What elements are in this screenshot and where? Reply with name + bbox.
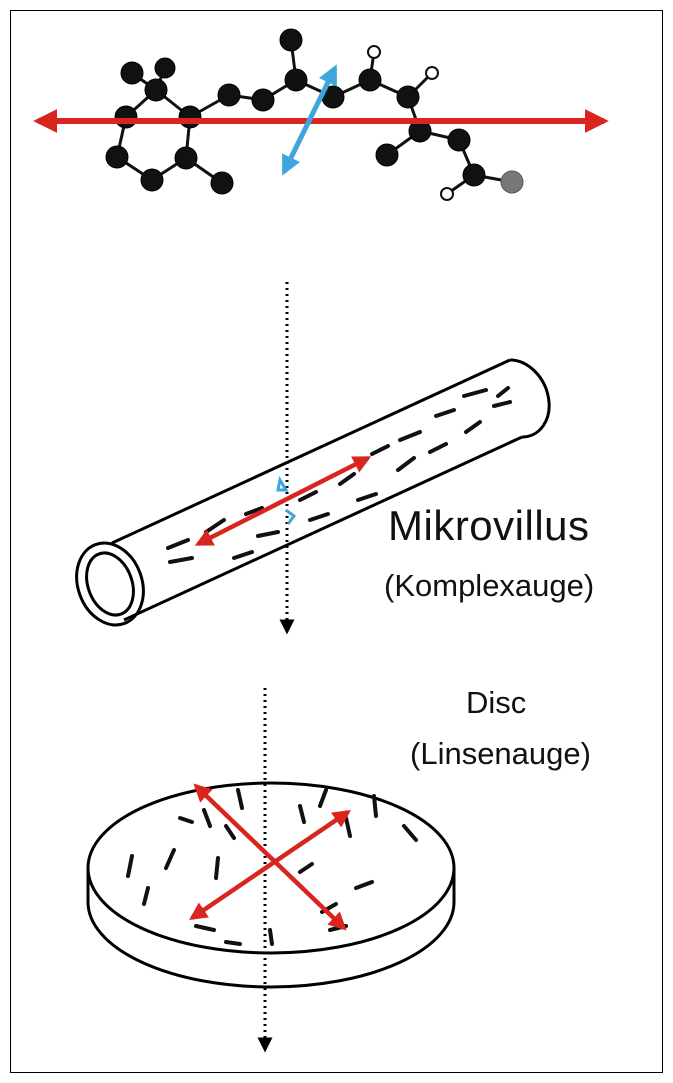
molecule-bonds bbox=[117, 40, 512, 194]
linsenauge-label: (Linsenauge) bbox=[410, 738, 591, 769]
komplexauge-label: (Komplexauge) bbox=[384, 570, 594, 601]
disc-dipole-arrows bbox=[192, 786, 348, 928]
disc-drawing bbox=[88, 688, 454, 1048]
disc-label: Disc bbox=[466, 687, 526, 718]
mikrovillus-label: Mikrovillus bbox=[388, 505, 590, 547]
microvillus-opening bbox=[66, 534, 155, 635]
microvillus-dipole-arrow bbox=[198, 458, 368, 544]
retinal-molecule bbox=[38, 29, 604, 200]
disc-body bbox=[88, 783, 454, 987]
disc-rhodopsin-dashes bbox=[128, 790, 416, 944]
